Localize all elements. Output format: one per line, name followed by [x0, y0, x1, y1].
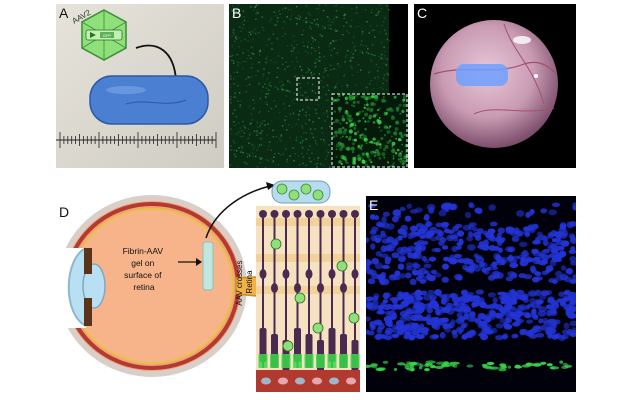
fibrin-gel-sample — [89, 75, 209, 125]
panel-label-d: D — [59, 204, 70, 220]
eye-cross-section-icon — [56, 195, 277, 377]
svg-text:Fibrin-AAV gel on: Fibrin-AAV gel on surface of retina — [123, 246, 166, 292]
panel-a-illustration: GFP AAV2 — [56, 4, 224, 168]
gel-on-retina — [202, 241, 214, 291]
panel-c: C — [414, 4, 576, 168]
virus-capsid-icon: GFP — [81, 9, 127, 61]
panel-a: A GFP AAV2 — [56, 4, 224, 168]
panel-c-fundus-image — [414, 4, 576, 168]
gel-label-line-2: gel on — [131, 258, 154, 268]
gene-label: GFP — [103, 33, 112, 38]
panel-e-retina-section — [366, 196, 576, 392]
gel-label-line-3: surface of — [124, 270, 162, 280]
aav-crosses-label-line-2: Retina — [245, 270, 254, 294]
ruler-icon — [56, 132, 217, 148]
panel-label-c: C — [417, 5, 428, 21]
panel-b: B — [229, 4, 408, 168]
panel-e: E — [366, 196, 576, 392]
gel-label-line-1: Fibrin-AAV — [123, 246, 164, 256]
panel-label-a: A — [59, 5, 69, 21]
arrow-icon — [135, 44, 177, 81]
panel-b-micrograph — [229, 4, 408, 168]
aav-crosses-label-line-1: AAV crosses — [235, 261, 244, 306]
panel-d-schematic: Fibrin-AAV gel on surface of retina AAV … — [56, 180, 360, 392]
panel-label-b: B — [232, 5, 242, 21]
svg-text:AAV crosses Retina: AAV crosses Retina — [235, 258, 254, 305]
implanted-gel — [456, 64, 508, 86]
panel-label-e: E — [369, 197, 379, 213]
gel-label-line-4: retina — [133, 282, 155, 292]
zoom-inset — [331, 93, 408, 168]
zoom-region-box — [296, 77, 320, 101]
panel-d: D Fibrin-AAV gel on surface of retina — [56, 178, 362, 396]
